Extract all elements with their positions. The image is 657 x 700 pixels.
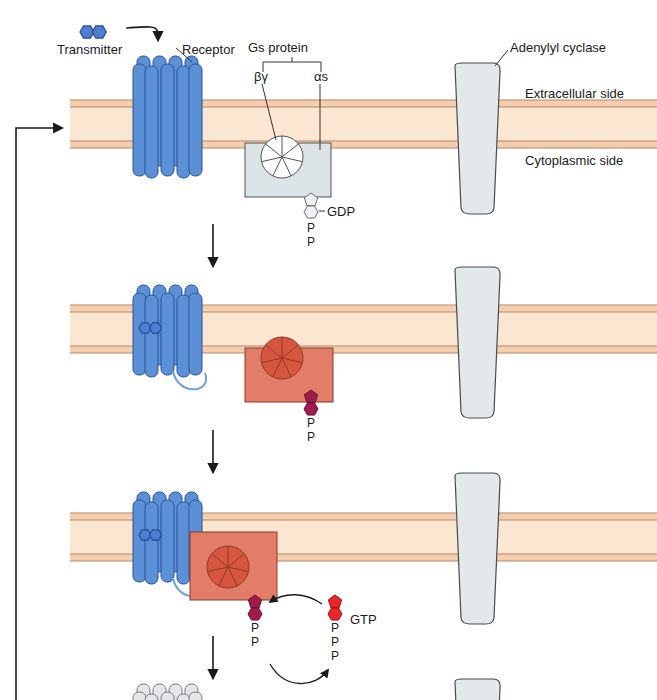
- adenylyl-cyclase-shape: [455, 63, 500, 214]
- receptor-helix: [161, 64, 174, 176]
- nucleotide: [248, 608, 262, 620]
- subunit-spoke: [262, 358, 282, 363]
- phosphate-label: P: [325, 635, 345, 649]
- nucleotide: [304, 206, 318, 218]
- subunit-spoke: [282, 358, 291, 377]
- phosphate-label: P: [245, 621, 265, 635]
- node-label: Receptor: [182, 42, 235, 57]
- subunit-spoke: [266, 144, 282, 157]
- nucleotide: [248, 595, 261, 608]
- subunit-spoke: [282, 157, 291, 176]
- subunit-spoke: [282, 358, 302, 363]
- node-label: Adenylyl cyclase: [510, 40, 606, 55]
- step-arrow: [212, 636, 214, 678]
- receptor-helix: [145, 694, 158, 700]
- leader-line: [262, 84, 276, 140]
- subunit-spoke: [228, 567, 237, 586]
- subunit-spoke: [208, 567, 228, 572]
- receptor-helix: [161, 692, 174, 700]
- receptor-helix: [133, 500, 146, 582]
- subunit-spoke: [228, 567, 248, 572]
- node-label: Gs protein: [248, 40, 308, 55]
- subunit-spoke: [212, 554, 228, 567]
- g-protein-node: Gs protein: [246, 40, 310, 55]
- receptor-helix: [189, 692, 202, 700]
- part-label: Extracellular side: [525, 86, 624, 101]
- g-betagamma-subunit: [207, 546, 249, 588]
- subunit-spoke: [273, 358, 282, 377]
- enzyme-node: Adenylyl cyclase: [508, 40, 608, 55]
- receptor-node: Receptor: [130, 40, 237, 180]
- nucleotide: [304, 390, 317, 403]
- phosphate-label: P: [245, 635, 265, 649]
- exchange-arrow: [270, 595, 322, 604]
- transmitter-node: Transmitter: [55, 42, 124, 57]
- receptor-helix: [177, 295, 190, 377]
- transmitter-molecule: [92, 26, 106, 38]
- part-label: βγ: [254, 69, 268, 84]
- g-betagamma-subunit: [261, 136, 303, 178]
- adenylyl-cyclase-shape: [455, 679, 500, 700]
- subunit-spoke: [282, 157, 302, 162]
- nucleotide: [304, 193, 317, 206]
- receptor-helix: [133, 293, 146, 375]
- phosphate-label: P: [301, 235, 321, 249]
- subunit-spoke: [273, 157, 282, 176]
- phosphate-label: P: [301, 430, 321, 444]
- phosphate-label: P: [301, 221, 321, 235]
- bracket: [263, 57, 321, 72]
- transmitter-molecule: [150, 323, 162, 333]
- receptor-helix: [145, 66, 158, 178]
- exchange-arrow: [270, 664, 328, 684]
- receptor-helix: [177, 502, 190, 584]
- receptor-helix: [177, 694, 190, 700]
- step-arrow: [212, 430, 214, 472]
- feedback-arrow: [16, 128, 62, 700]
- subunit-spoke: [266, 345, 282, 358]
- part-label: GTP: [350, 612, 377, 627]
- adenylyl-cyclase-shape: [455, 267, 500, 418]
- subunit-spoke: [282, 345, 298, 358]
- receptor-helix: [161, 500, 174, 582]
- subunit-spoke: [228, 546, 229, 567]
- receptor-helix: [133, 64, 146, 176]
- subunit-spoke: [282, 136, 283, 157]
- receptor-helix: [145, 502, 158, 584]
- receptor-helix: [133, 692, 146, 700]
- phosphate-label: P: [325, 621, 345, 635]
- adenylyl-cyclase-shape: [455, 473, 500, 624]
- subunit-spoke: [219, 567, 228, 586]
- subunit-spoke: [228, 554, 244, 567]
- part-label: αs: [314, 69, 328, 84]
- receptor-helix: [189, 64, 202, 176]
- receptor-helix: [177, 66, 190, 178]
- leader-line: [319, 211, 325, 212]
- receptor-helix: [145, 295, 158, 377]
- nucleotide: [304, 403, 318, 415]
- leader-line: [320, 84, 321, 150]
- transmitter-molecule: [150, 530, 162, 540]
- g-betagamma-subunit: [261, 337, 303, 379]
- part-label: Cytoplasmic side: [525, 153, 623, 168]
- step-arrow: [212, 224, 214, 266]
- g-alpha-subunit: [190, 532, 277, 600]
- nucleotide: [328, 595, 341, 608]
- phosphate-label: P: [301, 416, 321, 430]
- leader-line: [495, 50, 508, 66]
- receptor-helix: [189, 293, 202, 375]
- subunit-spoke: [262, 157, 282, 162]
- part-label: GDP: [327, 204, 355, 219]
- receptor-tail: [173, 371, 206, 389]
- connector-arrow: [126, 27, 158, 40]
- subunit-spoke: [282, 144, 298, 157]
- subunit-spoke: [282, 337, 283, 358]
- phosphate-label: P: [325, 649, 345, 663]
- receptor-helix: [161, 293, 174, 375]
- node-label: Transmitter: [57, 42, 122, 57]
- nucleotide: [328, 608, 342, 620]
